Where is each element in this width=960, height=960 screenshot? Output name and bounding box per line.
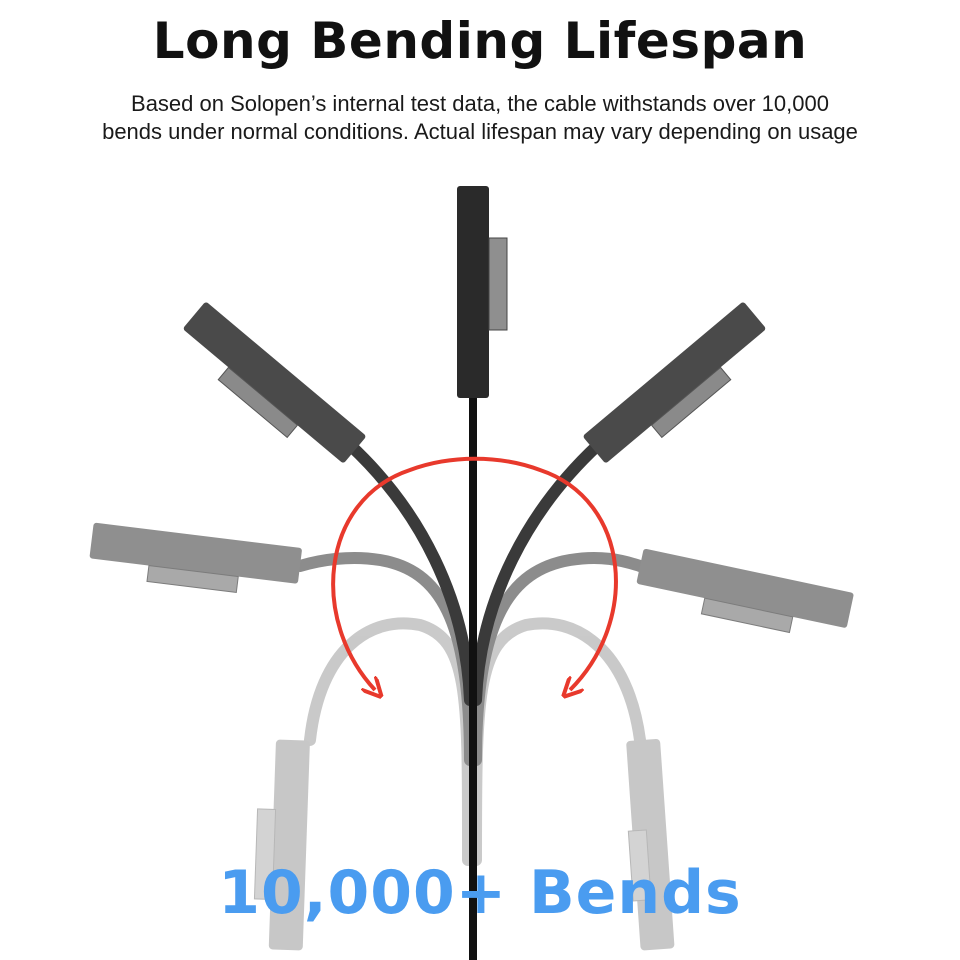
surface-connector-icon [626, 739, 675, 951]
surface-connector-icon [89, 522, 302, 593]
cable-dark-right [470, 302, 766, 706]
description: Based on Solopen’s internal test data, t… [0, 90, 960, 146]
surface-connector-icon [583, 302, 766, 463]
surface-connector-icon [183, 302, 366, 463]
cable-mid-right [470, 548, 854, 766]
surface-connector-icon [636, 548, 854, 634]
bends-count-label: 10,000+ Bends [218, 858, 742, 928]
surface-connector-icon [457, 186, 489, 398]
cable-dark-left [183, 302, 476, 706]
description-line-2: bends under normal conditions. Actual li… [102, 119, 858, 144]
page-title: Long Bending Lifespan [152, 12, 808, 70]
description-line-1: Based on Solopen’s internal test data, t… [131, 91, 829, 116]
cable-mid-left [89, 522, 476, 766]
bend-arrow-icon [331, 456, 618, 690]
surface-connector-icon [253, 739, 310, 951]
